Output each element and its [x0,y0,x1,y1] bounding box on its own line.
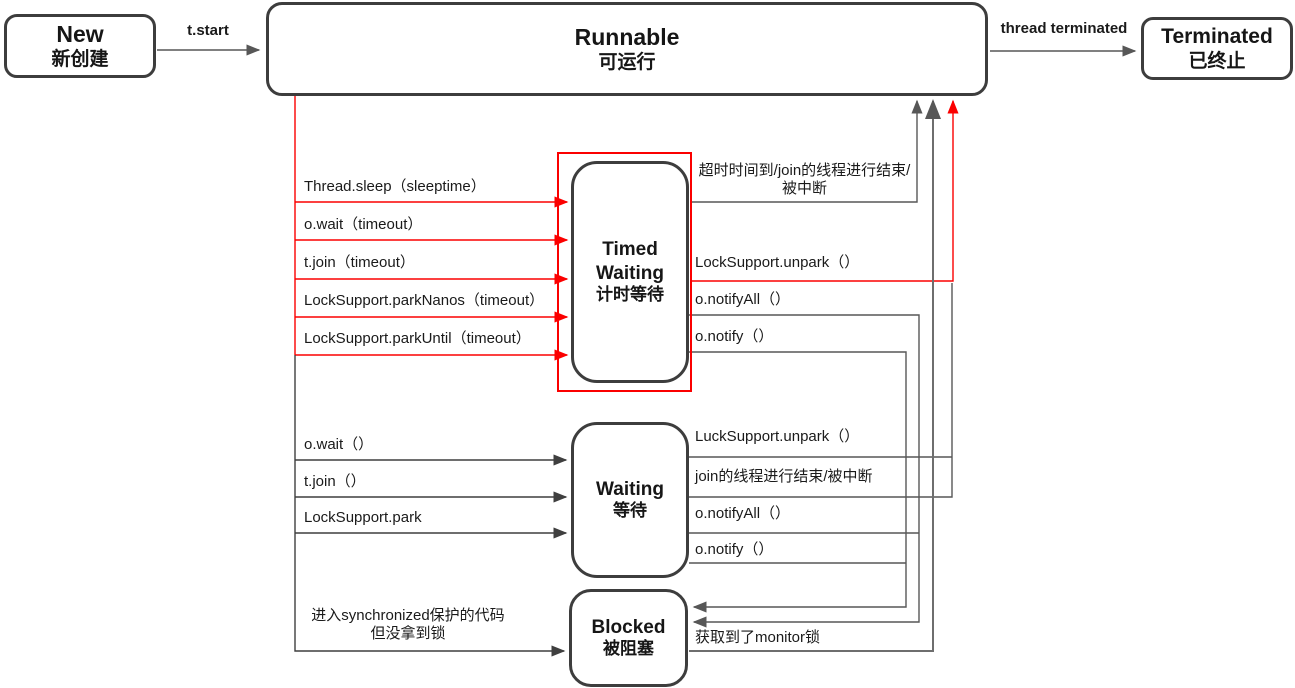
label-lock-support-unpark: LockSupport.unpark（） [695,254,860,271]
edge-timeout-return [691,99,923,203]
node-waiting-title: Waiting [596,479,664,501]
label-thread-terminated: thread terminated [1000,20,1128,37]
label-luck-support-unpark: LuckSupport.unpark（） [695,428,860,445]
label-acquired-monitor-lock: 获取到了monitor锁 [695,629,821,646]
label-timeout-or-join-end: 超时时间到/join的线程进行结束/ 被中断 [691,162,918,197]
label-thread-sleep: Thread.sleep（sleeptime） [304,178,486,195]
node-blocked-title: Blocked [591,617,666,639]
edge-unpark-return [691,99,959,282]
edge-monitor-return [689,99,941,652]
node-runnable-title: Runnable [574,24,680,51]
label-t-start: t.start [187,22,229,39]
node-new-title: New [56,21,104,48]
label-lock-support-park: LockSupport.park [304,509,422,526]
label-enter-synchronized-line1: 进入synchronized保护的代码 [311,607,505,624]
label-o-wait-timeout: o.wait（timeout） [304,216,423,233]
label-enter-synchronized-line2: 但没拿到锁 [370,624,446,642]
edge-spine-to-blocked [294,355,566,657]
label-o-notify-timed: o.notify（） [695,328,774,345]
edge-notify-to-blocked [689,351,907,613]
label-t-join: t.join（） [304,473,366,490]
timed-waiting-highlight-frame [557,152,692,392]
node-new: New 新创建 [4,14,156,78]
node-terminated-subtitle: 已终止 [1188,50,1246,72]
node-timed-waiting-title-2: Waiting [596,262,664,284]
node-blocked: Blocked 被阻塞 [569,589,688,687]
label-join-thread-end: join的线程进行结束/被中断 [695,468,873,485]
label-enter-synchronized: 进入synchronized保护的代码 但没拿到锁 [297,607,519,642]
node-waiting: Waiting 等待 [571,422,689,578]
label-timeout-or-join-end-line1: 超时时间到/join的线程进行结束/ [698,162,911,179]
label-park-until: LockSupport.parkUntil（timeout） [304,330,531,347]
node-timed-waiting: Timed Waiting 计时等待 [571,161,689,383]
label-o-notifyall-waiting: o.notifyAll（） [695,505,791,522]
edge-join-end [689,283,953,498]
node-waiting-subtitle: 等待 [613,501,647,521]
label-o-notify-waiting: o.notify（） [695,541,774,558]
node-timed-waiting-subtitle: 计时等待 [596,284,664,304]
label-park-nanos: LockSupport.parkNanos（timeout） [304,292,545,309]
node-terminated: Terminated 已终止 [1141,17,1293,80]
node-timed-waiting-title-1: Timed [602,239,658,261]
node-runnable: Runnable 可运行 [266,2,988,96]
edge-notifyall-to-blocked [689,314,920,628]
node-runnable-subtitle: 可运行 [598,52,656,74]
node-new-subtitle: 新创建 [51,49,109,71]
label-o-notifyall-timed: o.notifyAll（） [695,291,791,308]
node-terminated-title: Terminated [1161,25,1273,49]
label-t-join-timeout: t.join（timeout） [304,254,415,271]
label-o-wait: o.wait（） [304,436,374,453]
label-timeout-or-join-end-line2: 被中断 [781,179,827,197]
node-blocked-subtitle: 被阻塞 [603,639,654,659]
